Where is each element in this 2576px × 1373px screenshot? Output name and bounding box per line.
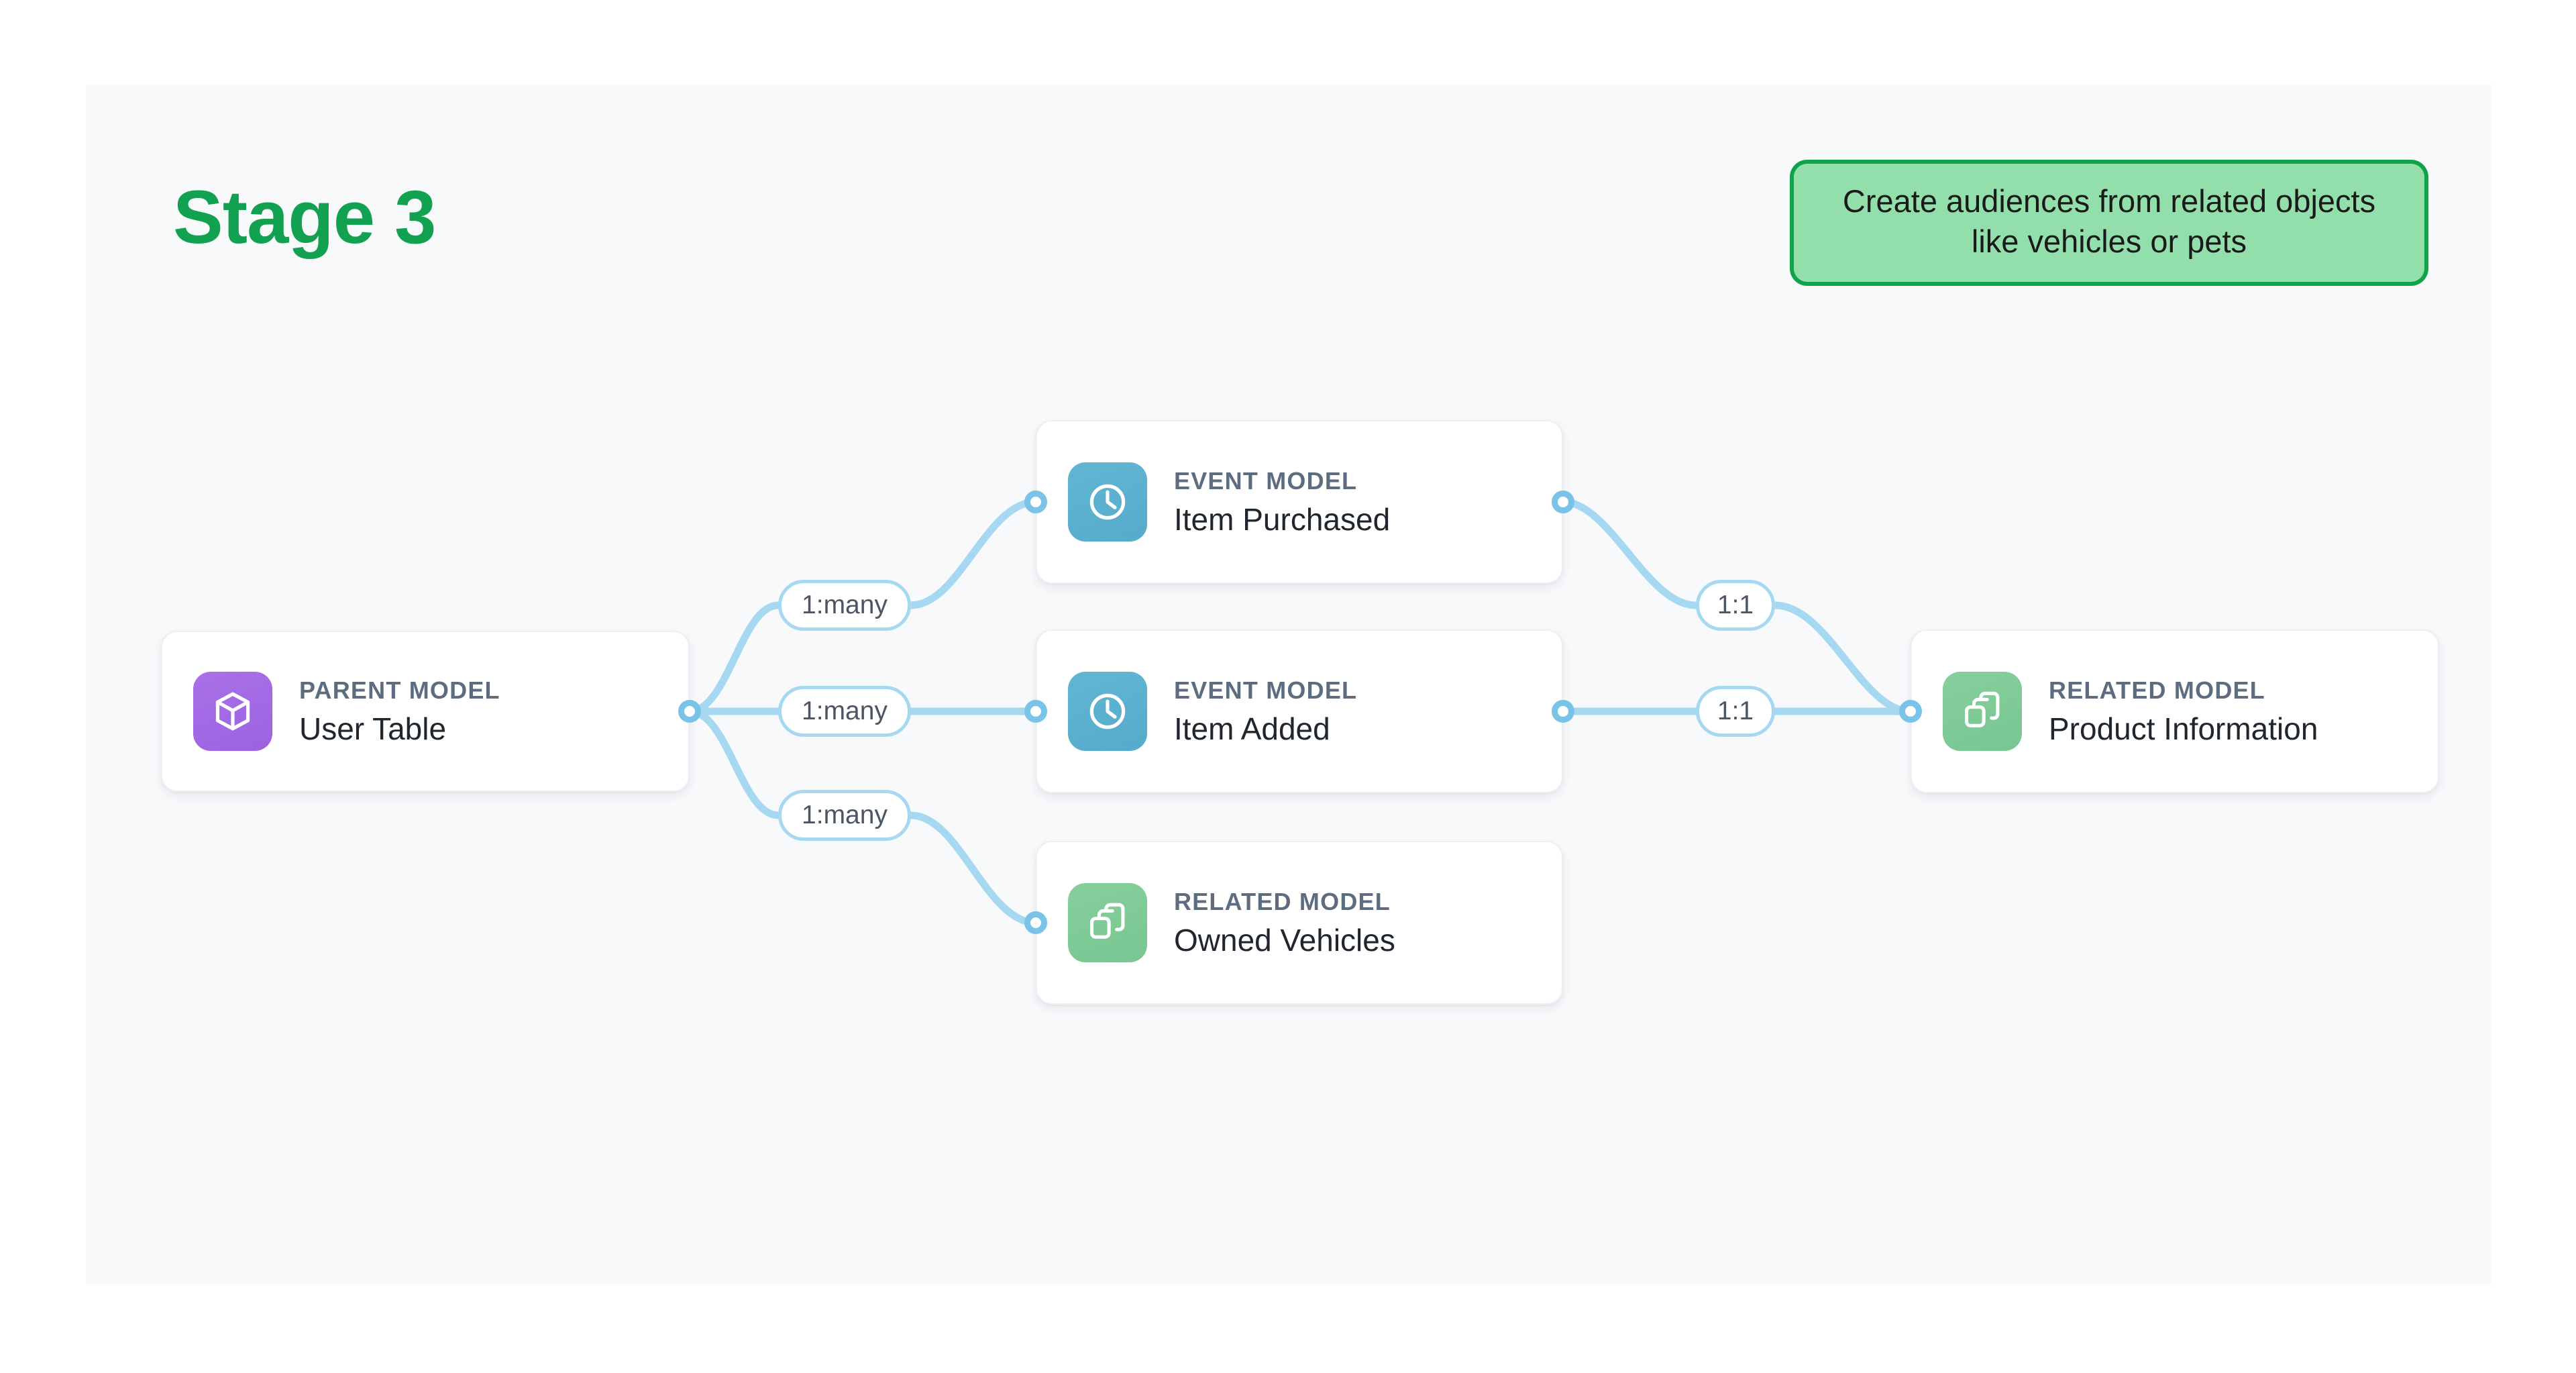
model-card-parent[interactable]: PARENT MODEL User Table — [161, 631, 690, 792]
model-card-text: RELATED MODEL Product Information — [2049, 677, 2318, 746]
model-title: Item Added — [1174, 711, 1330, 746]
relationship-pill-purchased-to-product[interactable]: 1:1 — [1696, 580, 1775, 631]
port-vehicles-in[interactable] — [1024, 911, 1047, 934]
clock-icon — [1068, 462, 1147, 542]
page-title: Stage 3 — [173, 175, 436, 259]
model-card-event-added[interactable]: EVENT MODEL Item Added — [1036, 629, 1563, 793]
model-title: Owned Vehicles — [1174, 922, 1395, 958]
relationship-pill-added-to-product[interactable]: 1:1 — [1696, 686, 1775, 737]
cube-icon — [193, 672, 272, 751]
callout-note: Create audiences from related objects li… — [1790, 160, 2428, 287]
model-card-event-purchased[interactable]: EVENT MODEL Item Purchased — [1036, 420, 1563, 584]
model-card-text: PARENT MODEL User Table — [299, 677, 500, 746]
model-kicker: RELATED MODEL — [1174, 887, 1391, 915]
relationship-pill-parent-to-added[interactable]: 1:many — [778, 686, 911, 737]
model-title: User Table — [299, 711, 447, 746]
port-added-out[interactable] — [1552, 700, 1574, 723]
clock-icon — [1068, 672, 1147, 751]
port-added-in[interactable] — [1024, 700, 1047, 723]
port-product-in[interactable] — [1899, 700, 1922, 723]
port-purchased-out[interactable] — [1552, 491, 1574, 513]
model-kicker: PARENT MODEL — [299, 676, 500, 704]
model-kicker: EVENT MODEL — [1174, 676, 1358, 704]
relationship-pill-parent-to-vehicles[interactable]: 1:many — [778, 790, 911, 841]
layers-icon — [1943, 672, 2022, 751]
model-title: Item Purchased — [1174, 501, 1391, 537]
model-card-related-vehicles[interactable]: RELATED MODEL Owned Vehicles — [1036, 841, 1563, 1005]
model-card-text: RELATED MODEL Owned Vehicles — [1174, 888, 1395, 957]
model-kicker: EVENT MODEL — [1174, 466, 1358, 495]
model-card-text: EVENT MODEL Item Added — [1174, 677, 1357, 746]
port-purchased-in[interactable] — [1024, 491, 1047, 513]
model-title: Product Information — [2049, 711, 2318, 746]
port-parent-out[interactable] — [678, 700, 701, 723]
relationship-pill-parent-to-purchased[interactable]: 1:many — [778, 580, 911, 631]
model-card-text: EVENT MODEL Item Purchased — [1174, 468, 1390, 536]
model-kicker: RELATED MODEL — [2049, 676, 2265, 704]
model-card-related-product[interactable]: RELATED MODEL Product Information — [1911, 629, 2439, 793]
layers-icon — [1068, 883, 1147, 962]
